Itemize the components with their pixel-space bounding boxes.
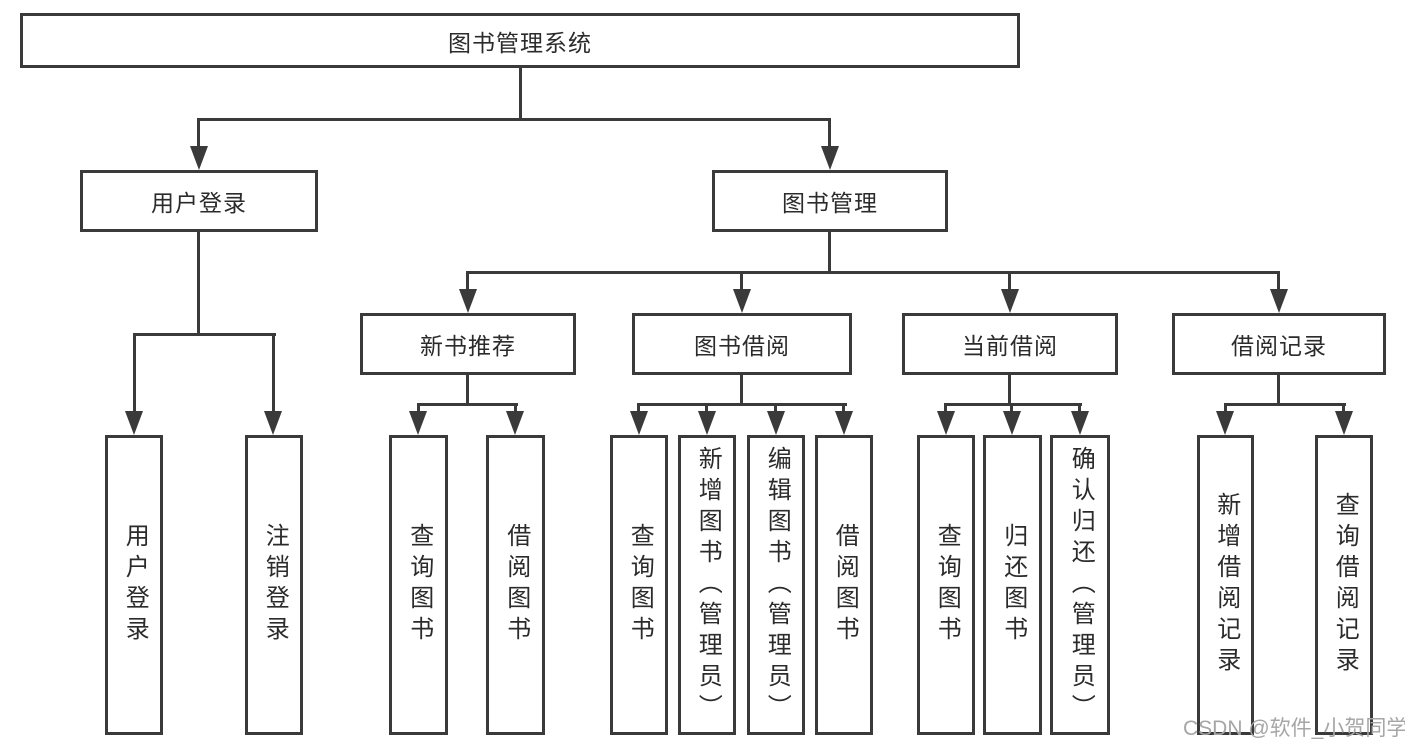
arrow-down-icon xyxy=(1071,411,1089,435)
connector-stem xyxy=(1008,271,1011,291)
connector-stem xyxy=(466,271,469,291)
leaf-return-books: 归还图书 xyxy=(983,435,1042,735)
leaf-query-borrow-record: 查询借阅记录 xyxy=(1315,435,1373,735)
connector-stem xyxy=(514,403,517,413)
connector-stem xyxy=(1008,372,1011,406)
connector-rail xyxy=(1224,403,1346,406)
connector-rail xyxy=(133,333,276,336)
connector-stem xyxy=(828,229,831,274)
arrow-down-icon xyxy=(1270,289,1288,313)
node-label: 借阅记录 xyxy=(1231,333,1327,359)
arrow-down-icon xyxy=(190,146,208,170)
connector-stem xyxy=(774,403,777,413)
leaf-label: 用户登录 xyxy=(121,523,149,647)
node-user-login: 用户登录 xyxy=(80,170,318,232)
connector-stem xyxy=(944,403,947,413)
arrow-down-icon xyxy=(767,411,785,435)
leaf-user-login: 用户登录 xyxy=(105,435,163,735)
arrow-down-icon xyxy=(409,411,427,435)
connector-stem xyxy=(197,118,200,149)
leaf-logout: 注销登录 xyxy=(245,435,303,735)
node-new-book-recommend: 新书推荐 xyxy=(360,313,576,375)
arrow-down-icon xyxy=(125,411,143,435)
connector-rail xyxy=(638,403,847,406)
arrow-down-icon xyxy=(698,411,716,435)
leaf-confirm-return-admin: 确认归还（管理员） xyxy=(1050,435,1110,735)
leaf-label: 查询图书 xyxy=(626,523,654,647)
arrow-down-icon xyxy=(630,411,648,435)
connector-stem xyxy=(637,403,640,413)
arrow-down-icon xyxy=(937,411,955,435)
leaf-label: 注销登录 xyxy=(261,523,289,647)
leaf-query-books-recommend: 查询图书 xyxy=(389,435,448,735)
connector-stem xyxy=(197,229,200,336)
arrow-down-icon xyxy=(835,411,853,435)
leaf-label: 确认归还（管理员） xyxy=(1067,445,1095,725)
connector-stem xyxy=(740,271,743,291)
watermark: CSDN @软件_小贺同学 xyxy=(1183,717,1405,740)
arrow-down-icon xyxy=(506,411,524,435)
leaf-label: 查询图书 xyxy=(933,523,961,647)
connector-stem xyxy=(466,372,469,406)
node-current-borrow: 当前借阅 xyxy=(902,313,1118,375)
leaf-label: 查询借阅记录 xyxy=(1331,492,1359,678)
arrow-down-icon xyxy=(733,289,751,313)
connector-stem xyxy=(272,333,275,413)
connector-stem xyxy=(1277,372,1280,406)
node-label: 新书推荐 xyxy=(420,333,516,359)
connector-stem xyxy=(842,403,845,413)
leaf-label: 新增图书（管理员） xyxy=(694,445,722,725)
arrow-down-icon xyxy=(264,411,282,435)
connector-stem xyxy=(1342,403,1345,413)
connector-stem xyxy=(1277,271,1280,291)
leaf-borrow-books-recommend: 借阅图书 xyxy=(486,435,545,735)
connector-stem xyxy=(1078,403,1081,413)
arrow-down-icon xyxy=(459,289,477,313)
connector-stem xyxy=(828,118,831,149)
node-label: 图书管理 xyxy=(782,190,878,216)
connector-rail xyxy=(944,403,1082,406)
leaf-label: 新增借阅记录 xyxy=(1212,492,1240,678)
connector-stem xyxy=(1224,403,1227,413)
node-label: 用户登录 xyxy=(151,190,247,216)
connector-rail xyxy=(417,403,518,406)
arrow-down-icon xyxy=(821,146,839,170)
leaf-label: 借阅图书 xyxy=(831,523,859,647)
leaf-label: 借阅图书 xyxy=(502,523,530,647)
leaf-add-borrow-record: 新增借阅记录 xyxy=(1197,435,1254,735)
node-library-system: 图书管理系统 xyxy=(20,13,1020,68)
connector-stem xyxy=(519,66,522,120)
node-label: 当前借阅 xyxy=(962,333,1058,359)
connector-rail xyxy=(466,271,1280,274)
leaf-add-book-admin: 新增图书（管理员） xyxy=(678,435,736,735)
connector-stem xyxy=(740,372,743,406)
connector-stem xyxy=(417,403,420,413)
leaf-label: 编辑图书（管理员） xyxy=(763,445,791,725)
leaf-borrow-books: 借阅图书 xyxy=(815,435,873,735)
arrow-down-icon xyxy=(1216,411,1234,435)
connector-stem xyxy=(705,403,708,413)
arrow-down-icon xyxy=(1003,411,1021,435)
arrow-down-icon xyxy=(1335,411,1353,435)
leaf-label: 查询图书 xyxy=(405,523,433,647)
node-label: 图书管理系统 xyxy=(448,29,592,56)
node-label: 图书借阅 xyxy=(694,333,790,359)
leaf-query-books-borrow: 查询图书 xyxy=(610,435,668,735)
connector-rail xyxy=(197,118,831,121)
node-book-borrow: 图书借阅 xyxy=(632,313,852,375)
connector-stem xyxy=(133,333,136,413)
connector-stem xyxy=(1010,403,1013,413)
leaf-label: 归还图书 xyxy=(999,523,1027,647)
leaf-edit-book-admin: 编辑图书（管理员） xyxy=(747,435,805,735)
arrow-down-icon xyxy=(1001,289,1019,313)
node-book-management: 图书管理 xyxy=(712,170,948,232)
leaf-query-books-current: 查询图书 xyxy=(917,435,975,735)
node-borrow-records: 借阅记录 xyxy=(1172,313,1386,375)
